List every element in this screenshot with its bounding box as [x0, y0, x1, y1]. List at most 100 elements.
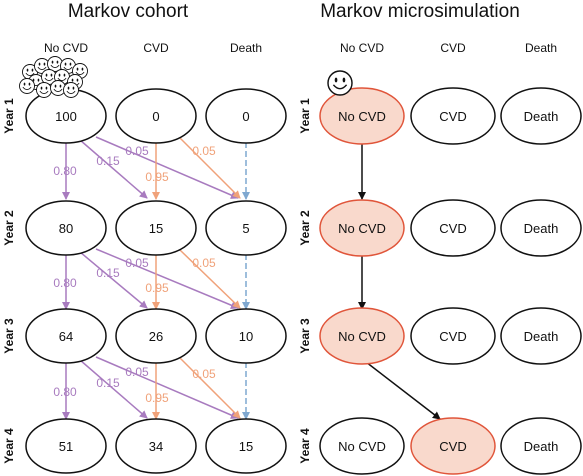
microsim-node-cvd: [410, 417, 496, 475]
prob-cvd-to-death: 0.05: [192, 367, 216, 381]
prob-no-cvd-to-death: 0.05: [125, 144, 149, 158]
cohort-value: 5: [242, 221, 249, 236]
smiley-face: [63, 82, 79, 98]
microsim-state-label: Death: [524, 221, 559, 236]
arrow-no-cvd-to-death: [95, 356, 239, 419]
cohort-transitions-1-2: 0.80 0.15 0.05 0.95 0.05: [53, 136, 250, 200]
cohort-value: 10: [239, 329, 253, 344]
microsim-state-label: CVD: [439, 329, 466, 344]
cohort-node-cvd: [115, 88, 197, 144]
microsim-node-death: [500, 307, 582, 365]
cohort-node-no-cvd: [25, 418, 107, 474]
microsim-node-death: [500, 87, 582, 145]
microsim-node-no-cvd: [319, 417, 405, 475]
prob-stay-no-cvd: 0.80: [53, 276, 77, 290]
cohort-col-cvd: CVD: [143, 41, 169, 55]
cohort-value: 0: [242, 109, 249, 124]
cohort-value: 80: [59, 221, 73, 236]
cohort-value: 0: [152, 109, 159, 124]
cohort-node-no-cvd: [25, 308, 107, 364]
microsim-state-label: No CVD: [338, 109, 386, 124]
microsim-row-year-4: Year 4: [298, 428, 312, 464]
cohort-value: 51: [59, 439, 73, 454]
microsim-path-arrow: [365, 361, 441, 420]
cohort-node-death: [205, 308, 287, 364]
arrow-cvd-to-death: [179, 137, 241, 199]
microsim-state-label: Death: [524, 439, 559, 454]
cohort-node-cvd: [115, 418, 197, 474]
smiley-face: [47, 56, 63, 72]
cohort-value: 64: [59, 329, 73, 344]
cohort-node-cvd: [115, 200, 197, 256]
microsim-row-1: No CVD CVD Death: [319, 87, 582, 145]
cohort-node-no-cvd: [25, 200, 107, 256]
cohort-row-3: 64 26 10: [25, 308, 287, 364]
arrow-no-cvd-to-death: [95, 248, 239, 310]
prob-cvd-to-death: 0.05: [192, 256, 216, 270]
prob-no-cvd-to-cvd: 0.15: [96, 154, 120, 168]
microsim-row-year-1: Year 1: [298, 98, 312, 134]
cohort-value: 34: [149, 439, 163, 454]
microsim-row-2: No CVD CVD Death: [319, 199, 582, 257]
microsim-col-death: Death: [525, 41, 557, 55]
cohort-col-no-cvd: No CVD: [44, 41, 88, 55]
microsim-row-year-3: Year 3: [298, 318, 312, 354]
cohort-transitions-3-4: 0.80 0.15 0.05 0.95 0.05: [53, 356, 250, 420]
cohort-row-2: 80 15 5: [25, 200, 287, 256]
smiley-face: [19, 78, 35, 94]
prob-cvd-stay: 0.95: [145, 170, 169, 184]
cohort-node-death: [205, 418, 287, 474]
cohort-row-1: 100 0 0: [25, 88, 287, 144]
microsim-state-label: No CVD: [338, 329, 386, 344]
microsim-row-year-2: Year 2: [298, 210, 312, 246]
smiley-icon: [327, 70, 353, 96]
smiley-face: [327, 70, 353, 96]
microsim-col-cvd: CVD: [440, 41, 466, 55]
microsim-state-label: No CVD: [338, 439, 386, 454]
microsim-node-cvd: [410, 87, 496, 145]
microsim-row-4: No CVD CVD Death: [319, 417, 582, 475]
cohort-row-year-4: Year 4: [2, 428, 16, 464]
microsim-state-label: Death: [524, 109, 559, 124]
cohort-row-year-2: Year 2: [2, 210, 16, 246]
arrow-cvd-to-death: [179, 249, 241, 309]
cohort-value: 100: [55, 109, 77, 124]
arrow-no-cvd-to-cvd: [79, 251, 148, 309]
cohort-col-death: Death: [230, 41, 262, 55]
microsim-node-death: [500, 199, 582, 257]
arrow-no-cvd-to-cvd: [79, 359, 148, 419]
prob-no-cvd-to-cvd: 0.15: [96, 376, 120, 390]
microsim-node-cvd: [410, 307, 496, 365]
cohort-row-year-1: Year 1: [2, 98, 16, 134]
smiley-face: [50, 80, 66, 96]
microsim-node-cvd: [410, 199, 496, 257]
prob-no-cvd-to-death: 0.05: [125, 365, 149, 379]
cohort-node-cvd: [115, 308, 197, 364]
arrow-no-cvd-to-death: [95, 136, 239, 199]
prob-stay-no-cvd: 0.80: [53, 164, 77, 178]
cohort-value: 15: [149, 221, 163, 236]
cohort-row-4: 51 34 15: [25, 418, 287, 474]
microsim-title: Markov microsimulation: [320, 1, 520, 22]
cohort-row-year-3: Year 3: [2, 318, 16, 354]
prob-cvd-stay: 0.95: [145, 281, 169, 295]
microsim-node-no-cvd: [319, 307, 405, 365]
cohort-title: Markov cohort: [68, 1, 189, 22]
microsim-state-label: CVD: [439, 109, 466, 124]
microsim-node-death: [500, 417, 582, 475]
microsim-node-no-cvd: [319, 87, 405, 145]
cohort-transitions-2-3: 0.80 0.15 0.05 0.95 0.05: [53, 248, 250, 310]
prob-no-cvd-to-cvd: 0.15: [96, 266, 120, 280]
microsim-state-label: No CVD: [338, 221, 386, 236]
cohort-value: 15: [239, 439, 253, 454]
microsim-state-label: Death: [524, 329, 559, 344]
microsim-state-label: CVD: [439, 221, 466, 236]
microsim-row-3: No CVD CVD Death: [319, 307, 582, 365]
microsim-state-label: CVD: [439, 439, 466, 454]
cohort-node-death: [205, 88, 287, 144]
microsim-col-no-cvd: No CVD: [340, 41, 384, 55]
microsim-node-no-cvd: [319, 199, 405, 257]
smiley-face: [36, 82, 52, 98]
prob-cvd-stay: 0.95: [145, 391, 169, 405]
